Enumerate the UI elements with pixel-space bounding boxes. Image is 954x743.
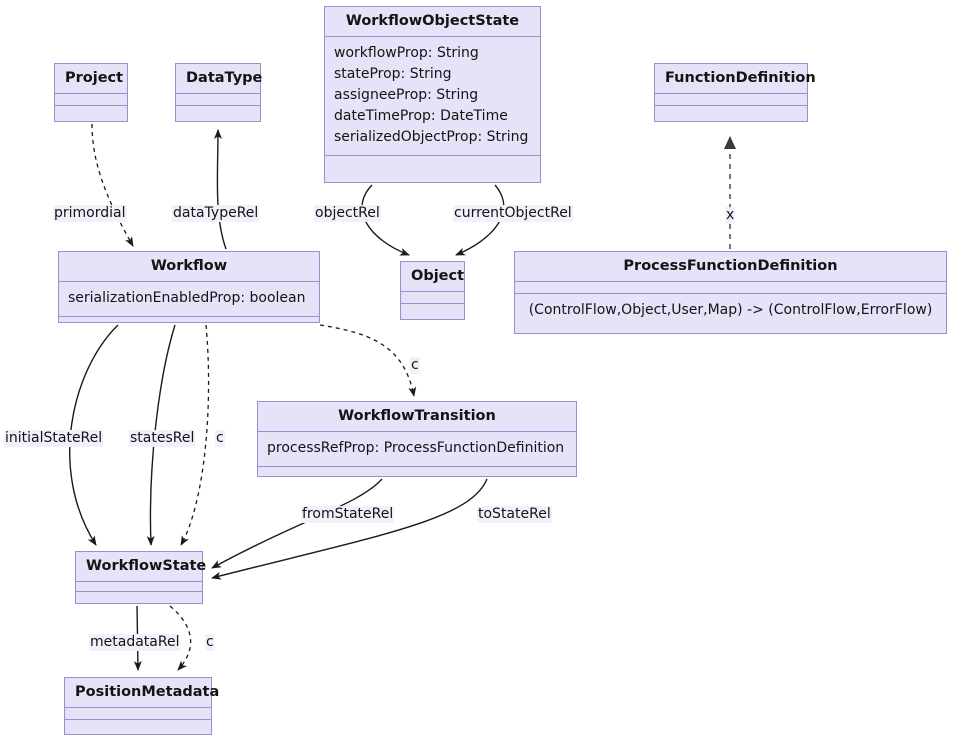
class-title: PositionMetadata xyxy=(65,678,219,709)
edge-label-currentObjectRel: currentObjectRel xyxy=(453,205,573,222)
class-attribute: workflowProp: String xyxy=(334,45,479,62)
class-title: DataType xyxy=(176,64,262,95)
class-box-object[interactable]: Object xyxy=(400,261,465,320)
edge-label-fromStateRel: fromStateRel xyxy=(301,506,395,523)
class-box-processfunctiondefinition[interactable]: ProcessFunctionDefinition (ControlFlow,O… xyxy=(514,251,947,334)
class-attributes xyxy=(65,708,211,721)
class-operations xyxy=(65,720,211,732)
class-operation: (ControlFlow,Object,User,Map) -> (Contro… xyxy=(528,302,933,319)
edge-label-metadata-c: c xyxy=(205,634,215,651)
class-box-workflowstate[interactable]: WorkflowState xyxy=(75,551,206,604)
class-attribute: dateTimeProp: DateTime xyxy=(334,108,508,125)
edge-workflow-transition-c xyxy=(319,324,417,397)
class-box-functiondefinition[interactable]: FunctionDefinition xyxy=(654,63,816,122)
class-box-workflowobjectstate[interactable]: WorkflowObjectState workflowProp: String… xyxy=(324,6,541,183)
class-attribute: processRefProp: ProcessFunctionDefinitio… xyxy=(267,440,565,457)
class-attributes: serializationEnabledProp: boolean xyxy=(59,282,319,318)
edge-label-objectRel: objectRel xyxy=(314,205,381,222)
edge-label-workflow-transition-c: c xyxy=(410,357,420,374)
class-box-project[interactable]: Project xyxy=(54,63,128,122)
class-operations xyxy=(176,106,260,118)
class-title: WorkflowObjectState xyxy=(325,7,540,38)
class-attribute: serializationEnabledProp: boolean xyxy=(68,290,306,307)
edge-label-workflow-state-c: c xyxy=(215,430,225,447)
edge-fromStateRel xyxy=(211,478,383,569)
edge-label-toStateRel: toStateRel xyxy=(477,506,552,523)
class-title: WorkflowState xyxy=(76,552,206,583)
class-title: Project xyxy=(55,64,127,95)
class-operations xyxy=(55,106,127,118)
edge-label-dataTypeRel: dataTypeRel xyxy=(172,205,260,222)
class-operations xyxy=(258,467,576,476)
class-attribute: assigneeProp: String xyxy=(334,87,479,104)
class-attribute: stateProp: String xyxy=(334,66,452,83)
edge-toStateRel xyxy=(211,478,488,580)
class-operations: (ControlFlow,Object,User,Map) -> (Contro… xyxy=(515,294,946,328)
edge-primordial xyxy=(91,123,134,247)
class-box-datatype[interactable]: DataType xyxy=(175,63,262,122)
class-attributes: processRefProp: ProcessFunctionDefinitio… xyxy=(258,432,576,468)
class-box-workflowtransition[interactable]: WorkflowTransition processRefProp: Proce… xyxy=(257,401,577,477)
class-operations xyxy=(59,317,319,322)
class-attributes xyxy=(55,94,127,107)
class-title: Workflow xyxy=(59,252,319,283)
class-operations xyxy=(655,106,807,118)
class-attributes xyxy=(655,94,807,107)
class-attributes xyxy=(401,292,464,305)
edge-label-metadataRel: metadataRel xyxy=(89,634,181,651)
class-title: FunctionDefinition xyxy=(655,64,816,95)
edge-label-primordial: primordial xyxy=(53,205,127,222)
class-attribute: serializedObjectProp: String xyxy=(334,129,529,146)
class-box-positionmetadata[interactable]: PositionMetadata xyxy=(64,677,219,735)
edge-label-initialStateRel: initialStateRel xyxy=(4,430,104,447)
class-operations xyxy=(325,156,540,168)
edge-label-x: x xyxy=(725,207,736,224)
class-title: WorkflowTransition xyxy=(258,402,576,433)
class-operations xyxy=(76,592,202,602)
edge-dataTypeRel xyxy=(213,129,227,250)
class-operations xyxy=(401,304,464,316)
class-attributes xyxy=(76,582,202,593)
class-box-workflow[interactable]: Workflow serializationEnabledProp: boole… xyxy=(58,251,320,323)
class-attributes: workflowProp: String stateProp: String a… xyxy=(325,37,540,157)
class-attributes xyxy=(515,282,946,295)
edge-label-statesRel: statesRel xyxy=(129,430,196,447)
class-title: ProcessFunctionDefinition xyxy=(515,252,946,283)
class-attributes xyxy=(176,94,260,107)
class-title: Object xyxy=(401,262,464,293)
